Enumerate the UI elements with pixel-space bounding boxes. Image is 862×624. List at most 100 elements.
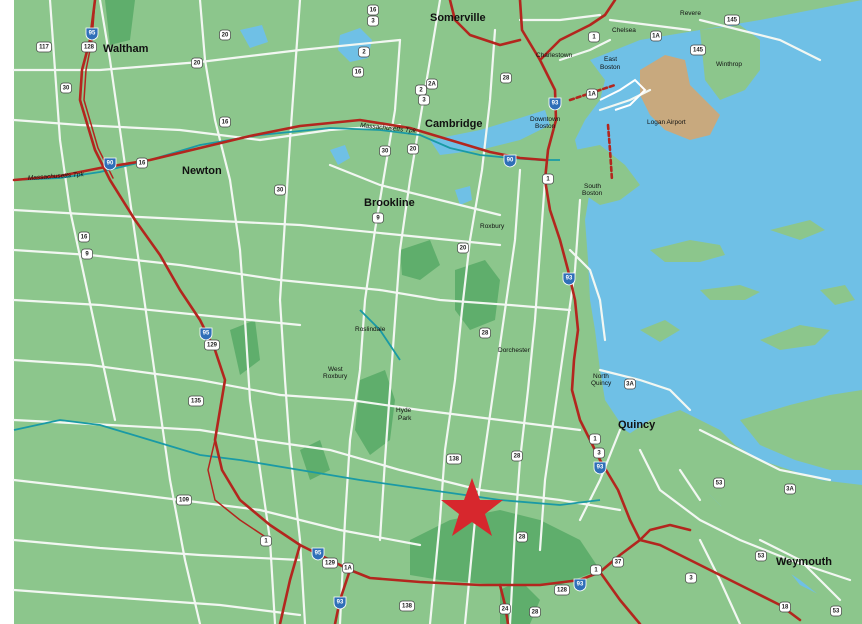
route-shield-bg — [650, 30, 662, 42]
route-shield-bg — [830, 605, 842, 617]
route-shield-label: 30 — [382, 149, 389, 155]
route-shield-label: 24 — [502, 607, 509, 613]
stony-brook-reservation — [355, 370, 395, 455]
town-label-roxbury: Roxbury — [480, 223, 505, 230]
interstate-shield-bg — [548, 97, 562, 111]
route-shield-bg — [367, 15, 379, 27]
route-shield-bg — [176, 494, 192, 506]
route-shield-bg — [81, 248, 93, 260]
route-shield-label: 3A — [786, 487, 794, 493]
route-shield: 24 — [499, 603, 511, 615]
town-label-revere: Revere — [680, 10, 701, 17]
route-shield: 3 — [685, 572, 697, 584]
route-shield-bg — [426, 78, 438, 90]
town-label-quincy: Quincy — [618, 419, 656, 431]
route-shield-bg — [516, 531, 528, 543]
route-shield-label: 16 — [139, 161, 146, 167]
route-shield: 20 — [191, 57, 203, 69]
jamaica-pond — [455, 186, 472, 205]
route-shield: 1A — [650, 30, 662, 42]
town-label-chelsea: Chelsea — [612, 27, 636, 34]
route-shield-bg — [500, 72, 512, 84]
route-shield-label: 16 — [370, 8, 377, 14]
town-label-west-roxbury-2: Roxbury — [323, 373, 348, 380]
route-shield-bg — [624, 378, 636, 390]
route-shield-label: 3 — [689, 576, 693, 582]
route-shield-bg — [479, 327, 491, 339]
winthrop-land — [700, 25, 760, 100]
harbor-island — [700, 285, 760, 300]
route-shield-bg — [60, 82, 72, 94]
town-label-masspike-1: Massachusetts Tpk — [28, 171, 85, 182]
route-shield: 2A — [426, 78, 438, 90]
local-roads — [12, 0, 852, 624]
interstate-shield: 93 — [593, 461, 607, 475]
route-shield-label: 16 — [81, 235, 88, 241]
mystic-lakes — [240, 25, 268, 48]
route-shield-bg — [399, 600, 415, 612]
interstate-shield: 95 — [311, 547, 325, 561]
route-shield: 37 — [612, 556, 624, 568]
route-shield-bg — [219, 29, 231, 41]
route-shield-bg — [511, 450, 523, 462]
interstate-shield-bg — [503, 154, 517, 168]
town-label-hyde-park-1: Hyde — [396, 407, 412, 414]
route-shield: 1A — [342, 562, 354, 574]
route-shield: 20 — [407, 143, 419, 155]
route-shield-bg — [78, 231, 90, 243]
town-label-waltham: Waltham — [103, 43, 149, 55]
town-label-dorchester: Dorchester — [498, 347, 531, 354]
route-shield-label: 37 — [615, 560, 622, 566]
town-label-north-quincy-2: Quincy — [591, 380, 612, 387]
interstate-shield-bg — [562, 272, 576, 286]
interstate-shield-label: 93 — [337, 600, 344, 606]
route-shield: 20 — [457, 242, 469, 254]
route-shield: 135 — [188, 395, 204, 407]
location-star-marker[interactable] — [441, 478, 503, 536]
interstate-shield-label: 95 — [315, 551, 322, 557]
route-shield-bg — [685, 572, 697, 584]
route-shield: 1 — [589, 433, 601, 445]
route-shield-bg — [352, 66, 364, 78]
town-label-brookline: Brookline — [364, 197, 415, 209]
route-shield-bg — [274, 184, 286, 196]
route-shield-label: 2 — [362, 50, 366, 56]
route-shield-label: 145 — [727, 18, 738, 24]
boston-harbor — [575, 0, 862, 624]
route-shield-bg — [457, 242, 469, 254]
route-shield-bg — [784, 483, 796, 495]
route-shield-bg — [724, 14, 740, 26]
route-shield-label: 1 — [593, 437, 597, 443]
town-label-south-boston-2: Boston — [582, 190, 603, 197]
interstate-shield: 93 — [548, 97, 562, 111]
town-label-weymouth: Weymouth — [776, 556, 832, 568]
route-shield-bg — [499, 603, 511, 615]
route-shield-label: 30 — [277, 188, 284, 194]
route-shield: 16 — [367, 4, 379, 16]
route-shield: 3A — [784, 483, 796, 495]
neponset-park — [230, 320, 260, 375]
route-shield-label: 28 — [532, 610, 539, 616]
route-shield-label: 20 — [410, 147, 417, 153]
interstate-shield-label: 90 — [507, 158, 514, 164]
town-label-charlestown: Charlestown — [536, 52, 573, 59]
route-shield: 128 — [554, 584, 570, 596]
route-shield-label: 28 — [482, 331, 489, 337]
town-label-west-roxbury-1: West — [328, 366, 343, 373]
route-shield: 28 — [529, 606, 541, 618]
route-shield-bg — [204, 339, 220, 351]
route-shield-label: 20 — [460, 246, 467, 252]
town-label-winthrop: Winthrop — [716, 61, 742, 68]
route-shield-label: 2A — [428, 82, 436, 88]
middlesex-fells — [105, 0, 135, 45]
route-shield-label: 128 — [84, 45, 95, 51]
map-margin — [0, 0, 14, 624]
route-shield: 109 — [176, 494, 192, 506]
town-label-logan: Logan Airport — [647, 119, 686, 126]
town-label-south-boston-1: South — [584, 183, 601, 190]
route-shield: 30 — [60, 82, 72, 94]
route-shield: 129 — [204, 339, 220, 351]
route-shield-label: 53 — [833, 609, 840, 615]
